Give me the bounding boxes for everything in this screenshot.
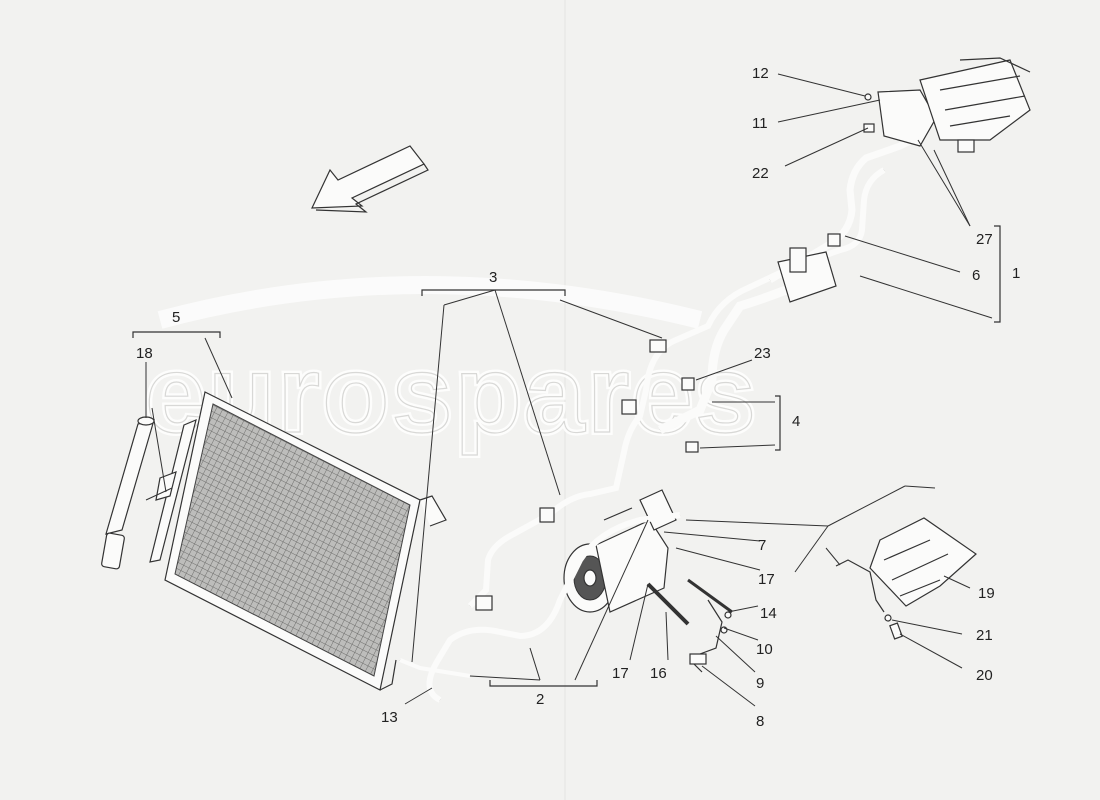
callout-4: 4	[792, 413, 800, 430]
compressor-bracket	[646, 578, 733, 673]
callout-19: 19	[978, 585, 995, 602]
callout-3: 3	[489, 269, 497, 286]
callout-2: 2	[536, 691, 544, 708]
callout-5: 5	[172, 309, 180, 326]
callout-12: 12	[752, 65, 769, 82]
callout-18: 18	[136, 345, 153, 362]
callout-13: 13	[381, 709, 398, 726]
callout-9: 9	[756, 675, 764, 692]
callout-27: 27	[976, 231, 993, 248]
callout-10: 10	[756, 641, 773, 658]
evaporator-unit	[863, 57, 1031, 153]
callout-16: 16	[650, 665, 667, 682]
front-direction-arrow-icon	[311, 145, 429, 213]
callout-1: 1	[1012, 265, 1020, 282]
callout-6: 6	[972, 267, 980, 284]
ac-line-4	[657, 285, 788, 453]
heat-shield	[835, 517, 977, 640]
callout-labels: 1 2 3 4 5 6 7 8 9 10 11 12 13 14 16 17 1…	[136, 65, 1020, 730]
ac-line-2	[399, 512, 681, 703]
callout-11: 11	[752, 115, 768, 132]
callout-17-lower: 17	[612, 665, 629, 682]
callout-20: 20	[976, 667, 993, 684]
ac-compressor	[563, 489, 677, 613]
ac-line-1	[768, 136, 914, 303]
callout-14: 14	[760, 605, 777, 622]
callout-7: 7	[758, 537, 766, 554]
callout-8: 8	[756, 713, 764, 730]
callout-22: 22	[752, 165, 769, 182]
callout-23: 23	[754, 345, 771, 362]
leader-lines	[145, 73, 993, 707]
callout-17-upper: 17	[758, 571, 775, 588]
callout-21: 21	[976, 627, 993, 644]
ac-line-3	[467, 269, 784, 611]
